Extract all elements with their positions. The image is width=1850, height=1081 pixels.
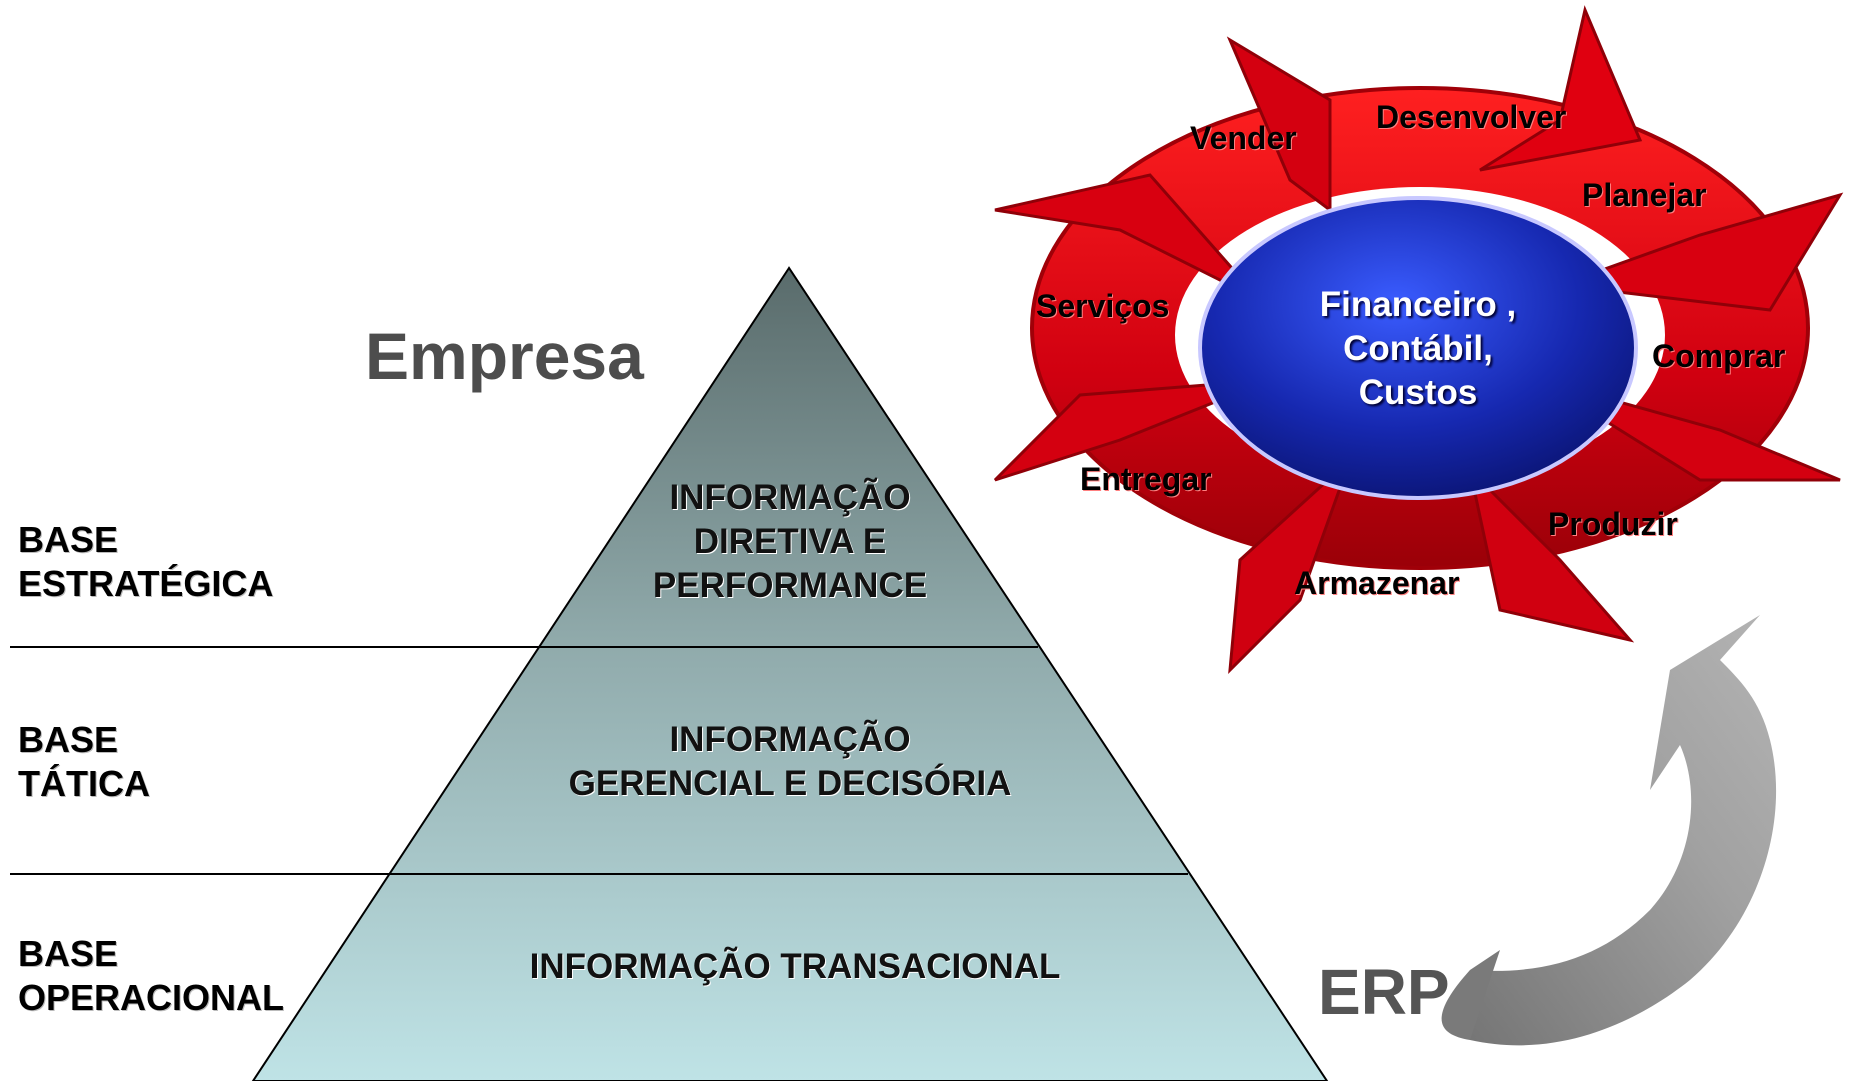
cycle-step-servicos: Serviços [1036,288,1170,324]
base-tactical-line2: TÁTICA [18,763,150,804]
center-line1: Financeiro , [1319,285,1517,324]
pyramid-top-line1: INFORMAÇÃO [669,478,911,517]
center-line3: Custos [1358,373,1478,412]
base-label-operational: BASE OPERACIONAL [18,932,284,1020]
center-ellipse [1198,196,1638,500]
pyramid-level-top: INFORMAÇÃO DIRETIVA E PERFORMANCE [590,476,990,608]
cycle-step-planejar: Planejar [1582,177,1707,213]
cycle-step-entregar: Entregar [1080,461,1212,497]
base-strategic-line1: BASE [18,519,119,560]
pyramid-top-line2: DIRETIVA E [693,522,887,561]
pyramid-level-middle: INFORMAÇÃO GERENCIAL E DECISÓRIA [500,718,1080,806]
erp-arrow-icon [1441,615,1777,1046]
pyramid [251,266,1329,1081]
base-label-tactical: BASE TÁTICA [18,718,150,806]
pyramid-level-bottom: INFORMAÇÃO TRANSACIONAL [529,947,1061,986]
pyramid-middle-line1: INFORMAÇÃO [669,720,911,759]
erp-label: ERP [1318,956,1450,1028]
arrowhead-desenvolver [1479,5,1643,172]
pyramid-middle-line2: GERENCIAL E DECISÓRIA [568,764,1012,803]
base-operational-line2: OPERACIONAL [18,977,285,1018]
cycle-center-label: Financeiro , Contábil, Custos [1258,283,1578,415]
cycle-step-desenvolver: Desenvolver [1376,99,1567,135]
pyramid-top-line3: PERFORMANCE [652,566,928,605]
center-line2: Contábil, [1343,329,1493,368]
cycle-step-comprar: Comprar [1652,338,1786,374]
base-label-strategic: BASE ESTRATÉGICA [18,518,273,606]
base-tactical-line1: BASE [18,719,119,760]
cycle-step-armazenar: Armazenar [1294,565,1460,601]
diagram-title: Empresa [365,319,644,393]
base-operational-line1: BASE [18,933,119,974]
cycle-step-vender: Vender [1190,120,1297,156]
cycle-step-produzir: Produzir [1548,506,1678,542]
base-strategic-line2: ESTRATÉGICA [18,563,274,604]
